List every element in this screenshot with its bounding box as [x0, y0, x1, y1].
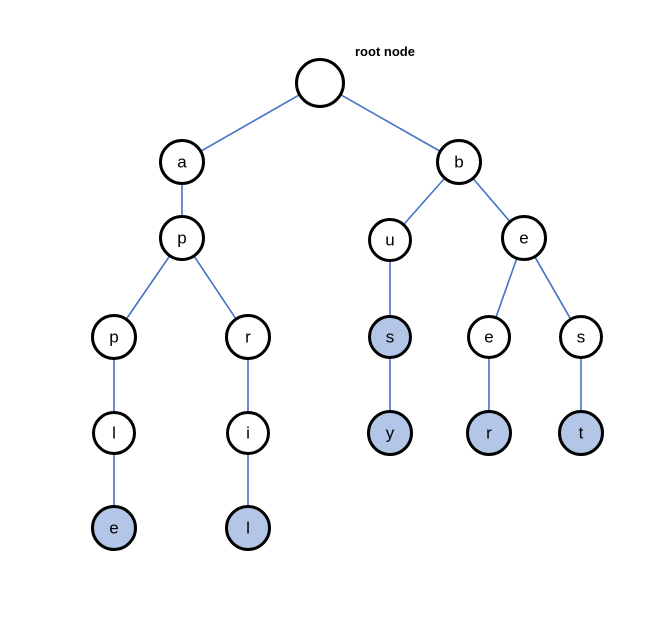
node-a[interactable]: a [159, 139, 205, 185]
edge-ap-to-apr [193, 255, 237, 320]
node-label: e [484, 327, 494, 346]
node-label: i [246, 423, 250, 442]
edge-be-to-bes [534, 256, 572, 320]
node-label: u [385, 230, 395, 249]
node-label: s [385, 327, 395, 346]
node-april[interactable]: l [225, 505, 271, 551]
node-label: p [177, 228, 187, 247]
edge-be-to-bee [495, 258, 518, 318]
node-label: l [246, 518, 250, 537]
node-b[interactable]: b [436, 139, 482, 185]
root-label: root node [355, 44, 415, 59]
node-label: t [578, 423, 584, 442]
edge-b-to-be [472, 178, 511, 222]
node-beer[interactable]: r [466, 410, 512, 456]
node-apri[interactable]: i [226, 411, 270, 455]
node-label: e [519, 228, 529, 247]
edge-root-to-a [200, 94, 300, 152]
node-bes[interactable]: s [559, 315, 603, 359]
node-bus[interactable]: s [368, 315, 412, 359]
edge-ap-to-app [125, 255, 171, 320]
node-label: s [576, 327, 586, 346]
node-label: r [486, 423, 492, 442]
node-label: p [109, 327, 119, 346]
node-busy[interactable]: y [367, 410, 413, 456]
node-label: r [245, 327, 251, 346]
node-app[interactable]: p [91, 314, 137, 360]
node-root[interactable] [295, 58, 345, 108]
edge-b-to-bu [403, 177, 446, 225]
node-be[interactable]: e [501, 215, 547, 261]
node-bu[interactable]: u [368, 218, 412, 262]
node-bee[interactable]: e [467, 315, 511, 359]
node-label: l [112, 423, 116, 442]
node-apple[interactable]: e [91, 505, 137, 551]
node-label: y [385, 423, 395, 442]
node-appl[interactable]: l [92, 411, 136, 455]
node-label: a [177, 152, 187, 171]
edge-root-to-b [340, 94, 441, 152]
node-apr[interactable]: r [225, 314, 271, 360]
node-label: b [454, 152, 464, 171]
node-ap[interactable]: p [159, 215, 205, 261]
node-best[interactable]: t [558, 410, 604, 456]
node-label: e [109, 518, 119, 537]
